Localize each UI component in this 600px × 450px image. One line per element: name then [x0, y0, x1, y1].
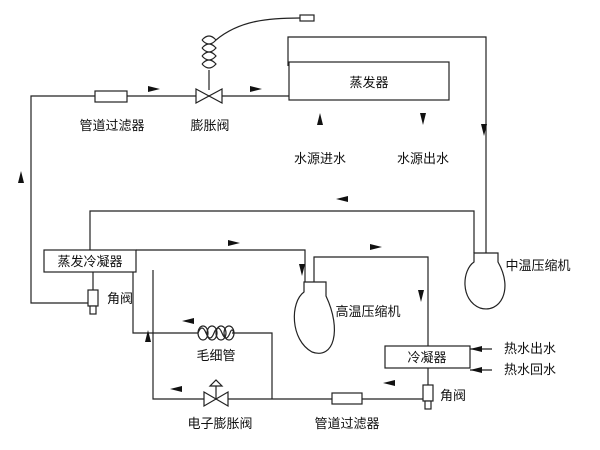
arrow-left-upper-return — [336, 196, 348, 202]
filter-top-label: 管道过滤器 — [79, 119, 144, 134]
svg-text:中温压缩机: 中温压缩机 — [505, 258, 570, 274]
hot-water-out-label: 热水出水 — [504, 342, 556, 357]
angle-valve-right-label: 角阀 — [440, 389, 466, 404]
filter-bottom — [331, 392, 363, 405]
arrow-down-hightemp-in — [299, 264, 305, 276]
svg-text:蒸发器: 蒸发器 — [349, 75, 388, 91]
water-source-out-label: 水源出水 — [397, 152, 449, 167]
arrow-left-bottom-right — [383, 380, 395, 386]
arrow-down-mid-right — [481, 124, 487, 136]
expansion-valve-label: 膨胀阀 — [190, 119, 229, 134]
pipe-upper-return — [89, 210, 475, 253]
pipe-capillary-branch — [132, 270, 198, 334]
condenser: 冷凝器 — [384, 345, 471, 369]
pipe-capillary-right — [232, 332, 273, 399]
arrow-right-hightemp — [370, 244, 382, 250]
arrow-down-condenser-in — [418, 290, 424, 302]
electronic-expansion-valve-label: 电子膨胀阀 — [187, 417, 252, 432]
filter-bottom-label: 管道过滤器 — [314, 417, 379, 432]
expansion-valve-sensing-coil — [201, 14, 315, 90]
filter-top — [94, 90, 128, 103]
expansion-valve — [195, 87, 223, 105]
arrow-right-top-1 — [148, 86, 160, 92]
mid-temp-compressor: 中温压缩机 — [464, 252, 571, 310]
high-temp-compressor — [293, 281, 335, 354]
svg-text:冷凝器: 冷凝器 — [407, 350, 446, 366]
arrow-left-hot-water-out — [470, 346, 482, 352]
electronic-expansion-valve — [203, 379, 229, 408]
arrow-up-left — [18, 171, 24, 183]
arrow-right-evapcond — [228, 240, 240, 246]
angle-valve-left-label: 角阀 — [107, 292, 133, 307]
high-temp-compressor-label: 高温压缩机 — [335, 304, 400, 320]
arrow-down-water-out — [420, 113, 426, 125]
arrow-up-left-branch — [145, 330, 151, 342]
water-source-in-label: 水源进水 — [294, 152, 346, 167]
arrow-left-capillary — [182, 318, 194, 324]
pipe-top-left — [30, 95, 289, 304]
evaporator: 蒸发器 — [288, 61, 450, 101]
arrow-left-hot-water-return — [470, 367, 482, 373]
arrow-up-water-in — [317, 113, 323, 125]
angle-valve-left — [87, 289, 99, 315]
arrow-left-bottom-loop — [170, 386, 182, 392]
svg-text:蒸发冷凝器: 蒸发冷凝器 — [57, 254, 122, 270]
pipe-evapcond-to-hightemp — [136, 249, 306, 282]
hot-water-return-label: 热水回水 — [504, 363, 556, 378]
capillary — [197, 325, 235, 341]
angle-valve-right — [422, 384, 434, 410]
pipe-hightemp-to-condenser — [313, 256, 429, 346]
arrow-right-top-2 — [250, 86, 262, 92]
pipe-evaporator-to-mid-compressor — [287, 36, 487, 253]
capillary-label: 毛细管 — [196, 349, 235, 364]
evap-condenser: 蒸发冷凝器 — [43, 249, 137, 273]
flow-arrows — [18, 86, 487, 392]
